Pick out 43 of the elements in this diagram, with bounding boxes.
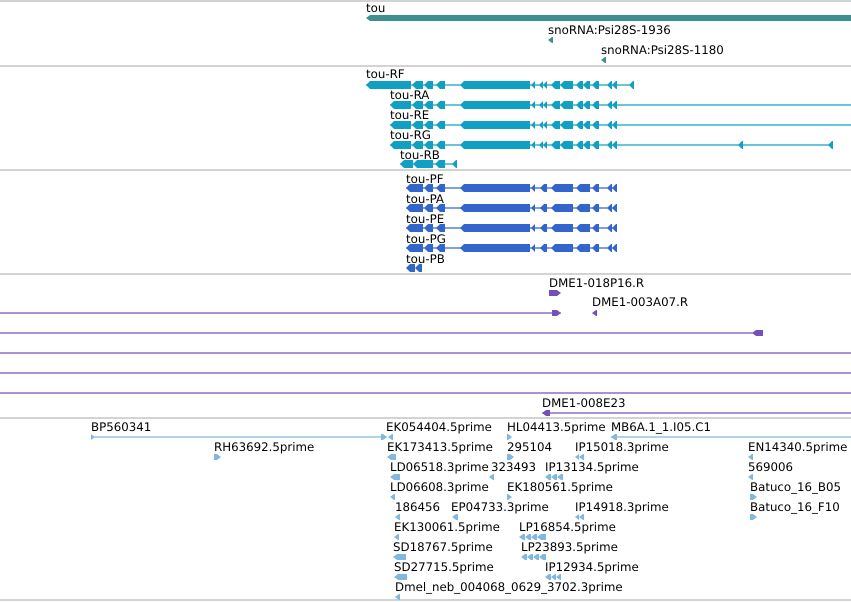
feature-label: 323493 xyxy=(491,460,536,474)
feature-label: tou-PE xyxy=(406,212,444,226)
feature-label: tou-RE xyxy=(390,108,430,122)
feature-label: SD18767.5prime xyxy=(393,540,493,554)
feature-label: EP04733.3prime xyxy=(451,500,549,514)
feature-label: SD27715.5prime xyxy=(394,560,494,574)
feature-label: 569006 xyxy=(748,460,794,474)
feature-label: 295104 xyxy=(507,440,552,454)
feature-label: DME1-018P16.R xyxy=(549,276,644,290)
feature-label: Batuco_16_F10 xyxy=(750,500,840,514)
feature-label: IP13134.5prime xyxy=(545,460,639,474)
feature-label: tou-RG xyxy=(390,128,431,142)
feature-label: DME1-003A07.R xyxy=(592,295,688,309)
feature-label: RH63692.5prime xyxy=(214,440,314,454)
feature-label: EN14340.5prime xyxy=(748,440,848,454)
feature-label: DME1-008E23 xyxy=(542,396,626,410)
feature-label: tou-RB xyxy=(400,148,440,162)
feature-label: IP12934.5prime xyxy=(545,560,639,574)
feature-label: tou-PG xyxy=(406,232,446,246)
feature-label: EK130061.5prime xyxy=(394,520,500,534)
feature-label: EK173413.5prime xyxy=(387,440,493,454)
feature-label: IP15018.3prime xyxy=(575,440,669,454)
feature-label: tou-PF xyxy=(406,172,444,186)
feature-label: LP16854.5prime xyxy=(519,520,616,534)
feature-label: LD06608.3prime xyxy=(390,480,489,494)
feature-label: EK054404.5prime xyxy=(386,420,492,434)
feature-label: Dmel_neb_004068_0629_3702.3prime xyxy=(395,580,623,594)
feature-label: Batuco_16_B05 xyxy=(750,480,842,494)
feature-label: snoRNA:Psi28S-1936 xyxy=(548,23,671,37)
feature-label: IP14918.3prime xyxy=(575,500,669,514)
feature-label: LD06518.3prime xyxy=(390,460,489,474)
feature-label: LP23893.5prime xyxy=(521,540,618,554)
feature-label: tou xyxy=(366,1,386,15)
feature-label: HL04413.5prime xyxy=(507,420,606,434)
feature-label: tou-RA xyxy=(390,88,430,102)
feature-label: snoRNA:Psi28S-1180 xyxy=(601,43,724,57)
feature-label: 186456 xyxy=(395,500,440,514)
feature-label: tou-RF xyxy=(366,67,405,81)
feature-label: MB6A.1_1.I05.C1 xyxy=(611,420,712,434)
feature-label: BP560341 xyxy=(91,420,152,434)
feature-label: tou-PA xyxy=(406,192,444,206)
feature-label: tou-PB xyxy=(406,252,445,266)
feature-label: EK180561.5prime xyxy=(507,480,613,494)
